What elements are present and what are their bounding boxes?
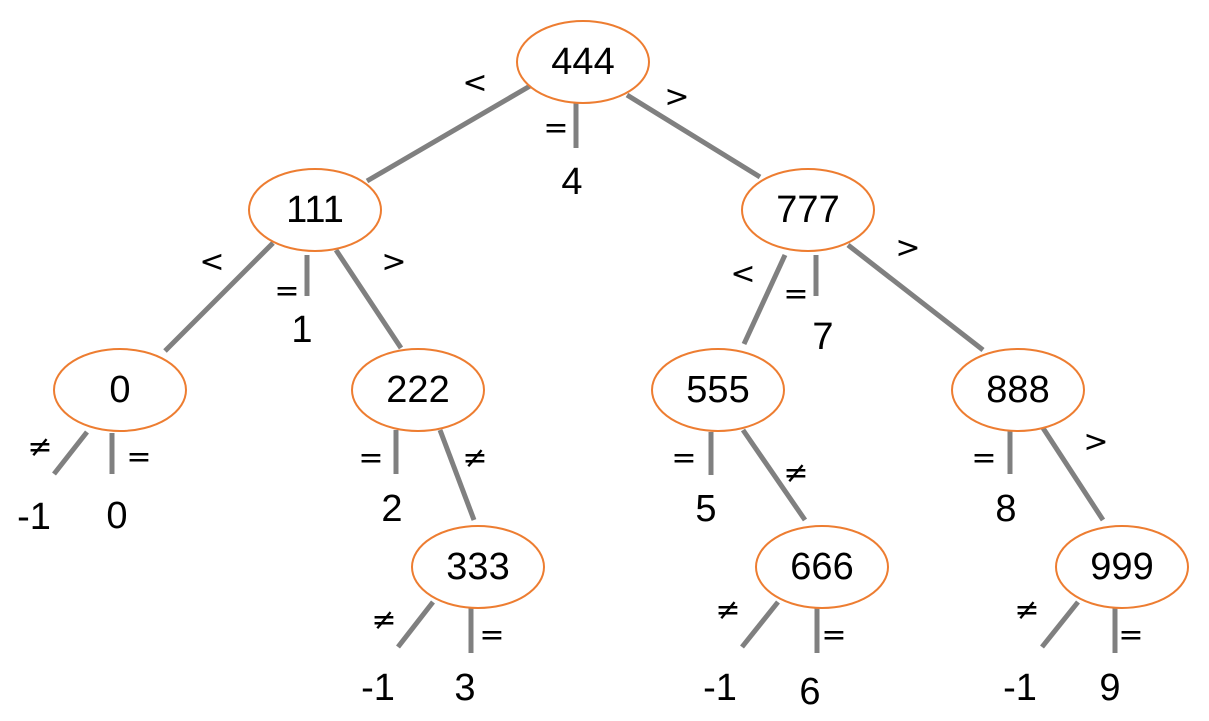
leaf-value: 3 [454, 667, 475, 709]
op-label: = [274, 274, 299, 309]
op-label: ≠ [371, 603, 396, 638]
tree-node: 222 [351, 348, 485, 432]
edge-777-888 [846, 243, 985, 352]
tree-node: 666 [755, 525, 889, 609]
op-label: = [671, 441, 696, 476]
edge-888-999 [1040, 426, 1106, 522]
node-label: 999 [1090, 546, 1153, 588]
node-label: 888 [986, 369, 1049, 411]
op-label: = [821, 618, 846, 653]
node-label: 111 [286, 189, 344, 231]
node-ellipse [951, 348, 1085, 432]
nodes: 444 111 777 0 222 555 888 333 [53, 20, 1189, 609]
op-label: ≠ [27, 430, 52, 465]
edge-333-neq [396, 600, 435, 649]
node-ellipse [351, 348, 485, 432]
edge-operators: < > = < > = < > = ≠ = = ≠ = ≠ = > ≠ = ≠ … [27, 66, 1143, 653]
leaf-value: 5 [695, 488, 716, 530]
op-label: = [126, 440, 151, 475]
leaf-value: 6 [799, 671, 820, 713]
op-label: < [462, 66, 487, 101]
op-label: > [381, 245, 406, 280]
node-ellipse [1055, 525, 1189, 609]
op-label: ≠ [462, 441, 487, 476]
tree-node: 999 [1055, 525, 1189, 609]
op-label: = [479, 618, 504, 653]
leaf-value: 1 [291, 309, 312, 351]
node-label: 0 [109, 369, 130, 411]
op-label: = [358, 441, 383, 476]
leaf-value: -1 [1003, 667, 1037, 709]
node-ellipse [248, 168, 382, 252]
leaf-value: 0 [106, 495, 127, 537]
op-label: < [730, 257, 755, 292]
edge-999-neq [1040, 600, 1080, 649]
edge-555-666 [740, 428, 808, 522]
node-label: 333 [446, 546, 509, 588]
leaf-value: 7 [812, 316, 833, 358]
edge-0-neq [52, 430, 89, 476]
leaf-values: 4 1 7 -1 0 2 5 8 -1 3 -1 6 -1 9 [17, 161, 1120, 713]
op-label: = [971, 441, 996, 476]
op-label: > [1083, 425, 1108, 460]
op-label: = [783, 277, 808, 312]
node-ellipse [755, 525, 889, 609]
op-label: ≠ [1014, 593, 1039, 628]
leaf-value: 2 [381, 488, 402, 530]
node-ellipse [651, 348, 785, 432]
op-label: > [664, 80, 689, 115]
leaf-value: -1 [361, 667, 395, 709]
tree-node: 111 [248, 168, 382, 252]
edge-444-111 [365, 83, 532, 184]
op-label: = [1118, 618, 1143, 653]
edge-111-0 [163, 241, 275, 353]
tree-node: 777 [741, 168, 875, 252]
leaf-value: -1 [703, 667, 737, 709]
node-label: 555 [686, 369, 749, 411]
tree-node: 333 [411, 525, 545, 609]
node-label: 444 [551, 41, 614, 83]
node-ellipse [741, 168, 875, 252]
node-label: 777 [776, 189, 839, 231]
op-label: ≠ [783, 456, 808, 491]
node-ellipse [53, 348, 187, 432]
op-label: = [543, 111, 568, 146]
leaf-value: 8 [995, 488, 1016, 530]
op-label: < [199, 245, 224, 280]
op-label: ≠ [715, 593, 740, 628]
edge-444-777 [625, 92, 762, 180]
tree-node: 444 [516, 20, 650, 104]
leaf-value: -1 [17, 496, 51, 538]
leaf-value: 4 [561, 161, 582, 203]
op-label: > [895, 231, 920, 266]
node-ellipse [411, 525, 545, 609]
tree-node: 555 [651, 348, 785, 432]
edges [52, 83, 1118, 653]
node-label: 222 [386, 369, 449, 411]
node-ellipse [516, 20, 650, 104]
edge-111-222 [333, 248, 404, 350]
edge-222-333 [437, 429, 477, 521]
tree-node: 888 [951, 348, 1085, 432]
leaf-value: 9 [1099, 667, 1120, 709]
edge-666-neq [740, 600, 780, 649]
node-label: 666 [790, 546, 853, 588]
tree-node: 0 [53, 348, 187, 432]
edge-777-555 [741, 253, 788, 346]
